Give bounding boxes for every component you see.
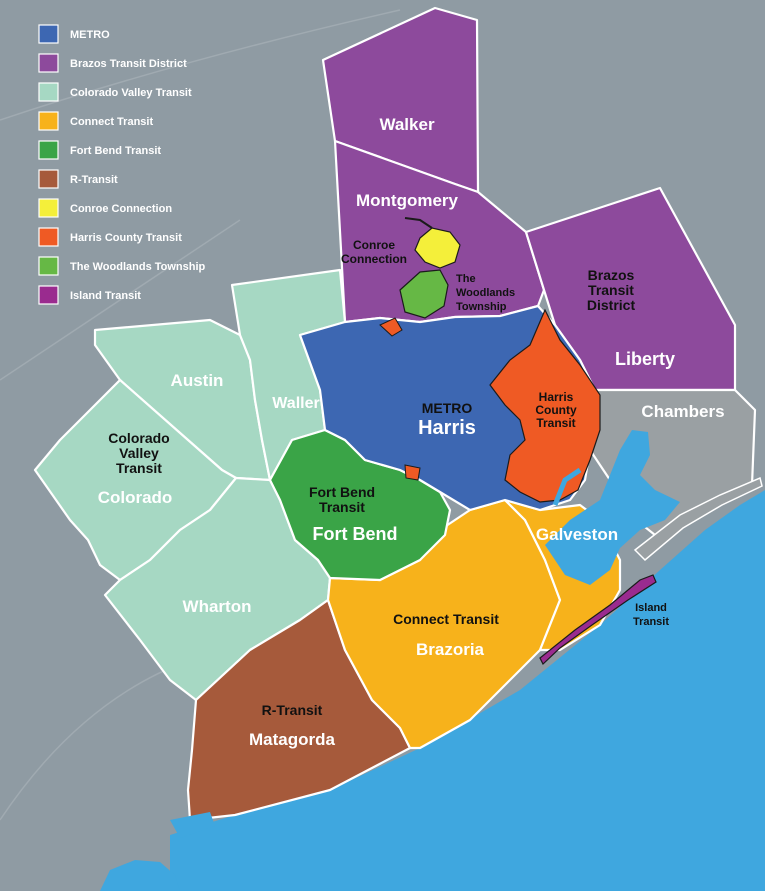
label-island-2: Transit: [633, 616, 669, 628]
matagorda-bay: [100, 860, 180, 891]
label-chambers: Chambers: [641, 402, 724, 421]
bay-inlet: [170, 812, 215, 838]
label-fbt-1: Fort Bend: [309, 484, 375, 500]
bolivar-peninsula: [633, 476, 763, 562]
label-connect-transit: Connect Transit: [393, 611, 499, 627]
label-fbt-2: Transit: [319, 499, 365, 515]
label-montgomery: Montgomery: [356, 191, 459, 210]
label-matagorda: Matagorda: [249, 730, 336, 749]
woodlands-township-area: [399, 269, 449, 319]
legend-label-colorado: Colorado Valley Transit: [70, 87, 192, 99]
label-cvt-3: Transit: [116, 460, 162, 476]
legend: METRO Brazos Transit District Colorado V…: [38, 24, 206, 305]
label-brazos-2: Transit: [588, 282, 634, 298]
legend-label-fortbend: Fort Bend Transit: [70, 145, 161, 157]
legend-swatch-colorado: [38, 82, 59, 102]
legend-label-woodlands: The Woodlands Township: [70, 261, 206, 273]
label-fort-bend: Fort Bend: [313, 524, 398, 544]
legend-label-brazos: Brazos Transit District: [70, 58, 187, 70]
hct-fragment: [379, 317, 403, 337]
label-woodlands-3: Township: [456, 301, 507, 313]
label-r-transit: R-Transit: [262, 702, 323, 718]
label-brazoria: Brazoria: [416, 640, 485, 659]
label-island-1: Island: [635, 602, 667, 614]
label-brazos-1: Brazos: [588, 267, 635, 283]
legend-label-rtransit: R-Transit: [70, 174, 118, 186]
label-woodlands-1: The: [456, 273, 476, 285]
legend-label-island: Island Transit: [70, 290, 141, 302]
legend-swatch-woodlands: [38, 256, 59, 276]
legend-label-connect: Connect Transit: [70, 116, 153, 128]
legend-swatch-connect: [38, 111, 59, 131]
legend-swatch-conroe: [38, 198, 59, 218]
harris-county-transit-area: [489, 308, 601, 503]
label-woodlands-2: Woodlands: [456, 287, 515, 299]
label-brazos-3: District: [587, 297, 636, 313]
legend-swatch-metro: [38, 24, 59, 44]
island-transit-area: [539, 574, 657, 665]
label-hct-3: Transit: [536, 416, 575, 430]
label-conroe-connection-2: Connection: [341, 252, 407, 266]
label-cvt-2: Valley: [119, 445, 159, 461]
label-hct-2: County: [535, 403, 577, 417]
legend-label-conroe: Conroe Connection: [70, 203, 172, 215]
label-hct-1: Harris: [539, 390, 574, 404]
conroe-connection-area: [414, 227, 461, 269]
label-walker: Walker: [379, 115, 435, 134]
legend-swatch-fortbend: [38, 140, 59, 160]
label-wharton: Wharton: [183, 597, 252, 616]
label-liberty: Liberty: [615, 349, 675, 369]
ship-channel: [552, 467, 582, 506]
hct-fragment: [404, 464, 421, 481]
conroe-connection-route: [404, 217, 433, 229]
label-harris: Harris: [418, 417, 476, 439]
label-waller: Waller: [272, 395, 319, 412]
label-austin: Austin: [171, 371, 224, 390]
label-metro: METRO: [422, 400, 473, 416]
galveston-bay: [545, 430, 680, 585]
legend-swatch-island: [38, 285, 59, 305]
gulf-of-mexico: [170, 490, 765, 891]
legend-swatch-rtransit: [38, 169, 59, 189]
legend-label-metro: METRO: [70, 29, 110, 41]
label-cvt-1: Colorado: [108, 430, 169, 446]
label-colorado: Colorado: [98, 488, 173, 507]
legend-swatch-hct: [38, 227, 59, 247]
label-galveston: Galveston: [536, 525, 618, 544]
label-conroe-connection-1: Conroe: [353, 238, 395, 252]
legend-swatch-brazos: [38, 53, 59, 73]
legend-label-hct: Harris County Transit: [70, 232, 182, 244]
